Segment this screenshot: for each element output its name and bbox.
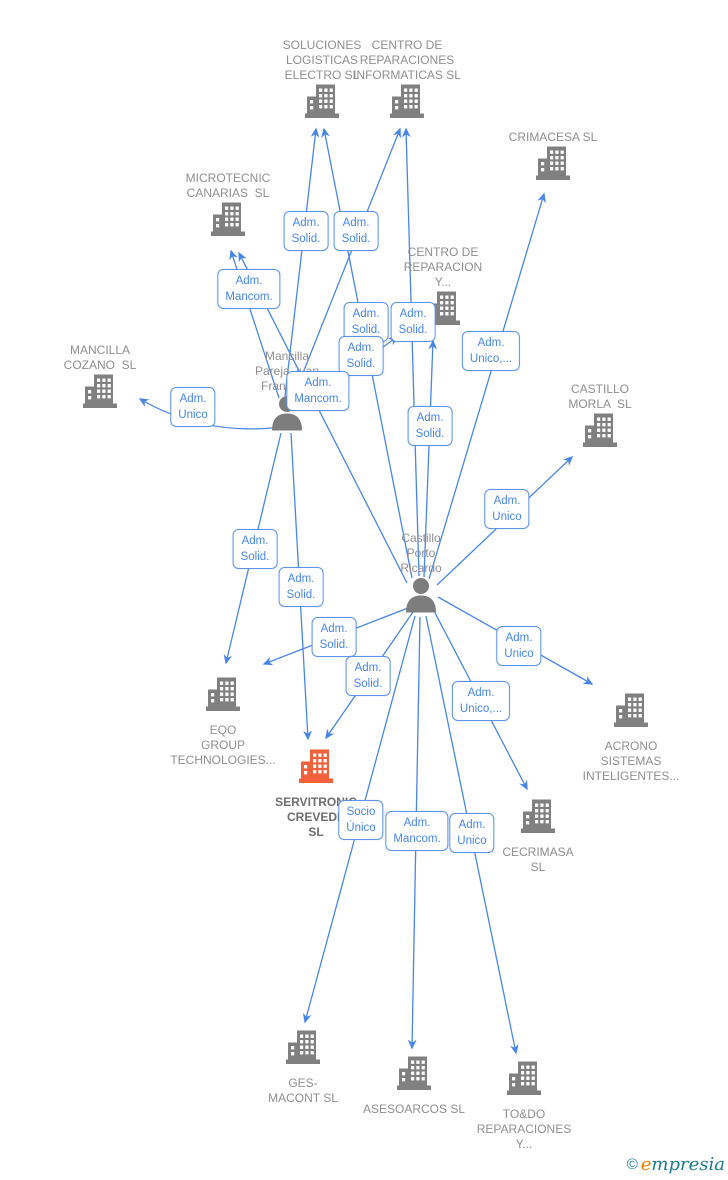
node-label-eqo-group-technologies[interactable]: EQO GROUP TECHNOLOGIES... xyxy=(170,723,276,767)
node-todo-reparaciones[interactable] xyxy=(504,1060,544,1103)
node-label-mancilla-cozano[interactable]: MANCILLA COZANO SL xyxy=(63,343,137,372)
relationship-label: Adm. Solid. xyxy=(333,211,379,251)
building-icon xyxy=(614,693,648,727)
building-icon xyxy=(397,1056,431,1090)
node-label-centro-reparaciones-informaticas[interactable]: CENTRO DE REPARACIONES INFORMATICAS SL xyxy=(353,38,461,82)
node-servitronic-crevede[interactable] xyxy=(296,748,336,791)
node-label-microtecnic-canarias[interactable]: MICROTECNIC CANARIAS SL xyxy=(185,171,271,200)
node-label-servitronic-crevede[interactable]: SERVITRONIC CREVEDE SL xyxy=(275,795,357,839)
relationship-label: Adm. Solid. xyxy=(311,617,357,657)
building-icon xyxy=(286,1030,320,1064)
node-microtecnic-canarias[interactable] xyxy=(208,201,248,244)
node-asesoarcos[interactable] xyxy=(394,1055,434,1098)
edge-arrow xyxy=(401,127,420,577)
node-eqo-group-technologies[interactable] xyxy=(203,676,243,719)
empresia-logo[interactable]: © empresia xyxy=(627,1154,725,1175)
person-icon xyxy=(406,578,436,613)
edge-arrow xyxy=(292,127,402,399)
node-label-soluciones-logisticas[interactable]: SOLUCIONES LOGISTICAS ELECTRO SL xyxy=(282,38,362,82)
relationship-label: Adm. Solid. xyxy=(232,529,278,569)
node-acrono-sistemas[interactable] xyxy=(611,692,651,735)
building-icon xyxy=(521,799,555,833)
relationship-label: Adm. Unico xyxy=(170,387,216,427)
relationship-label: Adm. Solid. xyxy=(338,336,384,376)
node-label-acrono-sistemas[interactable]: ACRONO SISTEMAS INTELIGENTES... xyxy=(582,739,680,783)
relationship-label: Adm. Unico xyxy=(449,813,495,853)
relationship-label: Adm. Solid. xyxy=(390,302,436,342)
relationship-label: Adm. Unico,... xyxy=(451,681,511,721)
building-icon xyxy=(299,749,333,783)
copyright-icon: © xyxy=(626,1156,638,1173)
node-ges-macont[interactable] xyxy=(283,1029,323,1072)
relationship-label: Adm. Solid. xyxy=(345,656,391,696)
building-icon xyxy=(390,84,424,118)
relationship-label: Adm. Unico,... xyxy=(461,331,521,371)
relationship-label: Socio Único xyxy=(338,800,384,840)
building-icon xyxy=(83,374,117,408)
node-castillo-porto-ricardo[interactable] xyxy=(402,577,440,618)
building-icon xyxy=(507,1061,541,1095)
node-label-centro-reparacion-y[interactable]: CENTRO DE REPARACION Y... xyxy=(403,245,483,289)
node-crimacesa[interactable] xyxy=(533,145,573,188)
relationship-label: Adm. Solid. xyxy=(283,211,329,251)
building-icon xyxy=(211,202,245,236)
node-mancilla-cozano[interactable] xyxy=(80,373,120,416)
edge-arrow xyxy=(284,127,320,397)
relationship-label: Adm. Solid. xyxy=(278,567,324,607)
building-icon xyxy=(305,84,339,118)
building-icon xyxy=(206,677,240,711)
node-label-cecrimasa[interactable]: CECRIMASA SL xyxy=(502,845,574,874)
node-label-ges-macont[interactable]: GES- MACONT SL xyxy=(268,1076,338,1105)
brand-name: empresia xyxy=(640,1154,725,1175)
node-label-todo-reparaciones[interactable]: TO&DO REPARACIONES Y... xyxy=(476,1107,572,1151)
node-label-castillo-porto-ricardo[interactable]: Castillo Porto Ricardo xyxy=(400,531,442,575)
relationship-label: Adm. Solid. xyxy=(407,406,453,446)
edge-arrow xyxy=(423,339,438,578)
building-icon xyxy=(583,413,617,447)
building-icon xyxy=(536,146,570,180)
relationship-label: Adm. Mancom. xyxy=(217,269,281,309)
relationship-label: Adm. Unico xyxy=(484,489,530,529)
relationship-label: Adm. Solid. xyxy=(343,302,389,342)
node-castillo-morla[interactable] xyxy=(580,412,620,455)
relationship-label: Adm. Mancom. xyxy=(385,811,449,851)
node-cecrimasa[interactable] xyxy=(518,798,558,841)
node-label-castillo-morla[interactable]: CASTILLO MORLA SL xyxy=(568,382,632,411)
node-label-asesoarcos[interactable]: ASESOARCOS SL xyxy=(362,1102,466,1116)
node-centro-reparaciones-informaticas[interactable] xyxy=(387,83,427,126)
node-label-crimacesa[interactable]: CRIMACESA SL xyxy=(508,130,598,144)
node-soluciones-logisticas[interactable] xyxy=(302,83,342,126)
relationship-label: Adm. Mancom. xyxy=(286,371,350,411)
relationship-label: Adm. Unico xyxy=(496,626,542,666)
edge-arrow xyxy=(428,192,546,580)
